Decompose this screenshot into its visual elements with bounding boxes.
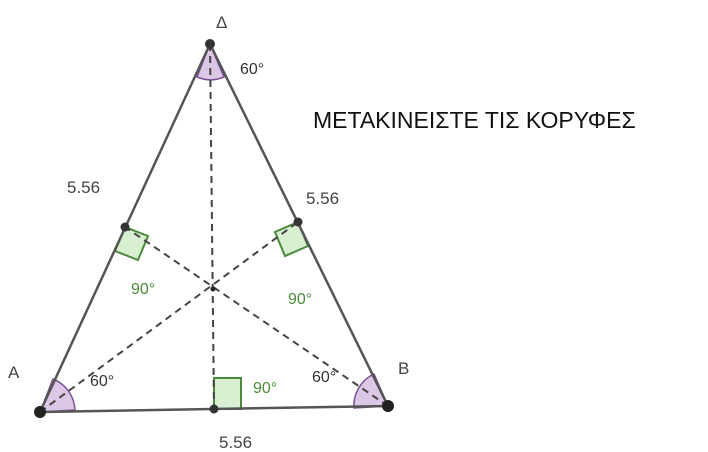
- right-angle-label-left: 90°: [131, 281, 155, 298]
- side-length-left: 5.56: [67, 178, 100, 197]
- angle-label-right: 60°: [312, 369, 336, 386]
- vertex-point-top[interactable]: [205, 39, 215, 49]
- vertex-point-right[interactable]: [382, 400, 394, 412]
- vertex-point-left[interactable]: [34, 406, 46, 418]
- right-angle-marker-left: [113, 225, 150, 262]
- right-angle-marker-bottom: [213, 377, 242, 410]
- right-angle-label-right: 90°: [288, 291, 312, 308]
- vertex-label-left: A: [8, 363, 20, 382]
- vertex-label-right: B: [398, 359, 409, 378]
- midpoint-right: [293, 217, 303, 227]
- centroid-point: [210, 286, 216, 292]
- angle-marker-left: [38, 378, 76, 413]
- median-from-right: [124, 226, 389, 407]
- median-from-top: [209, 43, 215, 410]
- side-length-bottom: 5.56: [219, 433, 252, 452]
- vertex-label-top: Δ: [216, 13, 227, 32]
- median-from-left: [39, 221, 299, 413]
- midpoint-bottom: [209, 404, 219, 414]
- side-length-right: 5.56: [306, 189, 339, 208]
- angle-label-left: 60°: [90, 373, 114, 390]
- angle-label-top: 60°: [240, 61, 264, 78]
- midpoint-left: [120, 222, 130, 232]
- instruction-text: ΜΕΤΑΚΙΝΕΙΣΤΕ ΤΙΣ ΚΟΡΥΦΕΣ: [313, 107, 636, 133]
- right-angle-label-bottom: 90°: [253, 380, 277, 397]
